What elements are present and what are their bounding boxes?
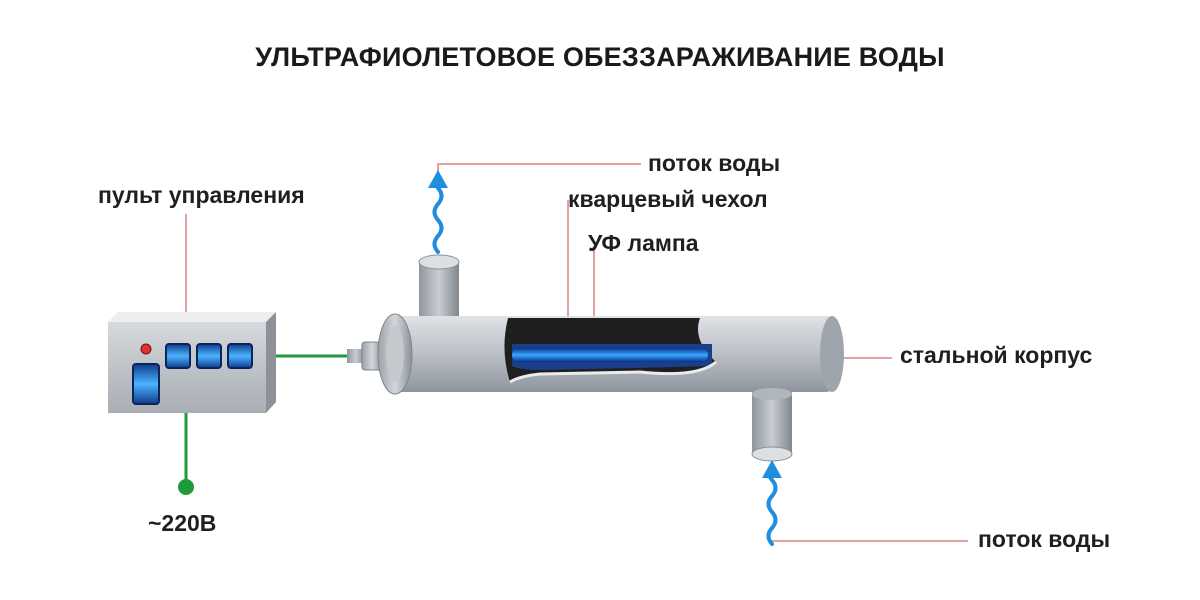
power-wires [184,354,350,487]
panel-button-3[interactable] [227,343,253,369]
label-water-flow-out: поток воды [648,150,781,176]
panel-button-1[interactable] [165,343,191,369]
diagram-title: УЛЬТРАФИОЛЕТОВОЕ ОБЕЗЗАРАЖИВАНИЕ ВОДЫ [255,42,945,72]
label-uv-lamp: УФ лампа [588,230,699,256]
water-flow-in-arrow [762,460,782,546]
label-power: ~220В [148,510,217,536]
label-quartz-sleeve: кварцевый чехол [568,186,768,212]
control-panel[interactable] [108,312,276,413]
label-water-flow-in: поток воды [978,526,1111,552]
leader-flow-out [437,163,641,172]
indicator-light [140,343,152,355]
panel-button-2[interactable] [196,343,222,369]
outlet-pipe [418,254,460,322]
label-control-panel: пульт управления [98,182,305,208]
end-cap-right [820,316,844,392]
inlet-pipe [751,388,793,462]
control-panel-top [108,312,276,322]
label-steel-body: стальной корпус [900,342,1093,368]
lamp-connector [347,341,383,371]
panel-display [132,363,160,405]
uv-lamp-tube [512,348,708,362]
control-panel-side [266,312,276,413]
steel-body [377,313,844,395]
mains-terminal [178,479,194,495]
leader-lines [185,163,968,542]
water-flow-out-arrow [428,170,448,254]
